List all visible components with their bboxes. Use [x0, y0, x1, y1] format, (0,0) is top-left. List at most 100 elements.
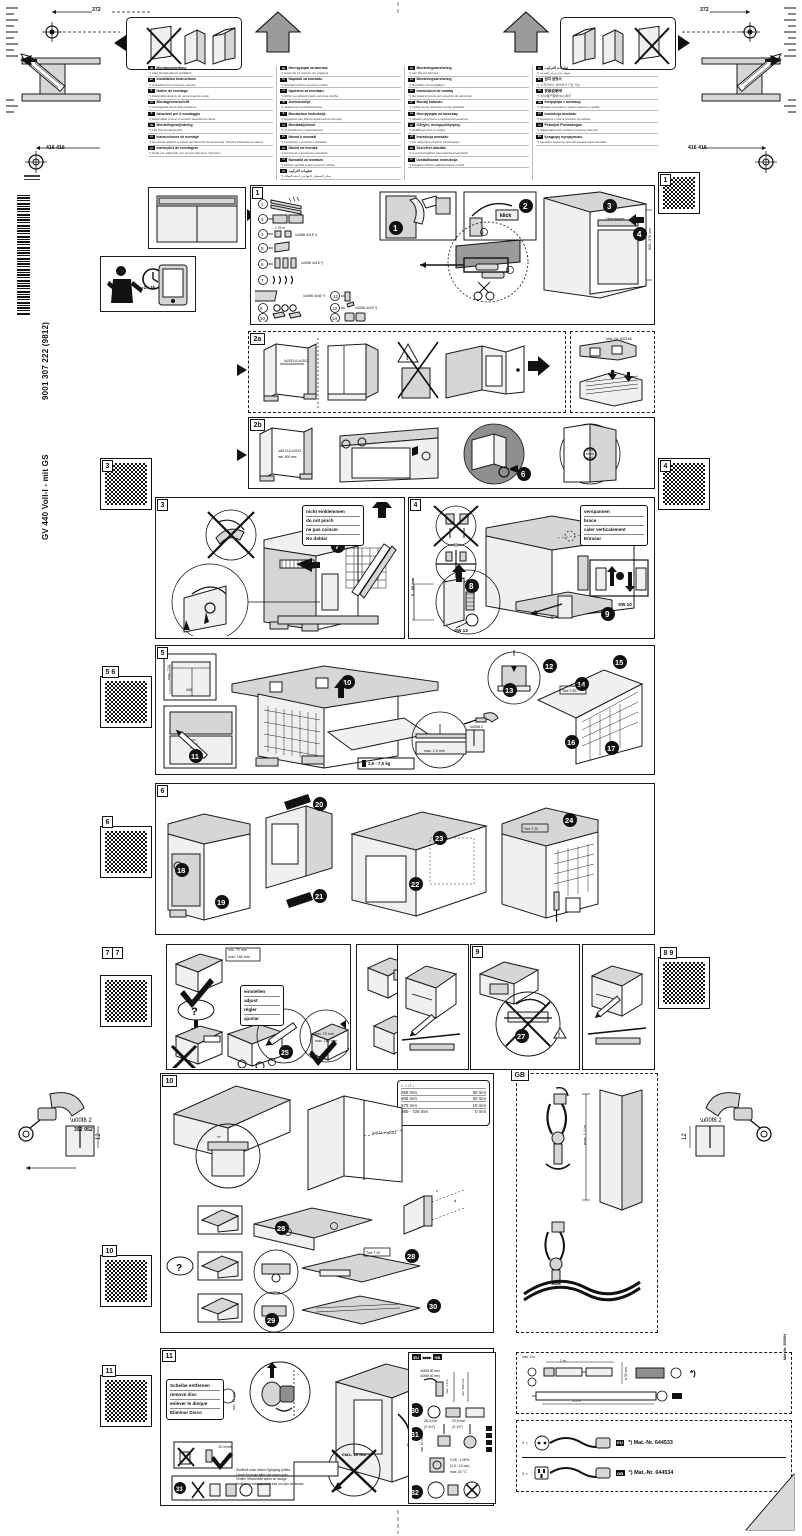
- svg-text:!: !: [406, 355, 408, 362]
- callout-es: ajustar: [244, 1016, 260, 1022]
- language-name: Montavimo instrukcija: [288, 111, 326, 116]
- language-name: تعليمات التركيب: [544, 66, 568, 70]
- step5-weight: 3,5 - 7,5 kg: [368, 761, 391, 766]
- step7-illustration: ? 25: [170, 947, 349, 1068]
- language-note: *) متوفر لدى مركز الخدمة: [537, 71, 571, 76]
- qr-code-box-89[interactable]: [658, 957, 710, 1009]
- wrench-sw13: SW 13: [454, 628, 468, 633]
- dim-d: 20 mm: [472, 1096, 486, 1102]
- svg-text:!: !: [558, 1033, 560, 1039]
- qr-code-box-7[interactable]: [100, 975, 152, 1027]
- pressure-bar: (0,5 - 10 bar): [450, 1464, 470, 1468]
- svg-text:2: 2: [482, 231, 484, 235]
- step-number-2b: 2b: [250, 419, 266, 431]
- language-note: *) Fås hos kundeservice: [149, 128, 183, 133]
- flag-icon: nl: [148, 100, 155, 105]
- svg-text:1,75 m: 1,75 m: [275, 226, 285, 230]
- language-name: Návod na montáž: [288, 146, 318, 151]
- dim-d: 0 mm: [475, 1109, 486, 1115]
- flag-icon: da: [148, 122, 155, 128]
- svg-text:?: ?: [191, 1006, 198, 1018]
- qr-code-box-3[interactable]: [100, 458, 152, 510]
- cable-diameter: ø 32 mm: [624, 1367, 628, 1380]
- callout-fr: ne pas coincer: [306, 526, 360, 535]
- language-note: *) Se puede adquirir a través del Servic…: [149, 139, 263, 144]
- thread-a-sub: (G 3/4"): [424, 1425, 436, 1429]
- qr-code-image: [105, 681, 147, 723]
- svg-text:\u00f8 40 mm: \u00f8 40 mm: [420, 1374, 440, 1378]
- svg-text:22: 22: [411, 880, 419, 889]
- dimension-416-left: 416 416: [46, 145, 65, 151]
- qr-code-box-10[interactable]: [100, 1255, 152, 1307]
- language-note: *) Disponible auprès du service après-ve…: [149, 93, 210, 98]
- language-name: تعليمات التركيب: [288, 168, 312, 173]
- mat-qty-eu: 2 ×: [522, 1440, 528, 1445]
- step-number-7: 7: [112, 947, 123, 959]
- language-note: *) dostępna u nas w punkcie sprzedaży: [537, 116, 591, 121]
- svg-text:7: 7: [261, 278, 264, 283]
- callout-fr: enlever le disque: [170, 1400, 220, 1409]
- step11-torque: max. 10 Nm: [342, 1452, 367, 1457]
- qr-code-box-1[interactable]: [658, 172, 700, 214]
- svg-text:\u2013 c \u2013: \u2013 c \u2013: [372, 1131, 396, 1135]
- mat-nr-eu: *) Mat.-Nr. 644533: [628, 1439, 673, 1446]
- flag-icon: cs: [280, 134, 287, 139]
- language-name: Montagevoorschrift: [156, 100, 190, 105]
- dim-c: 680 - 725 mm: [401, 1109, 429, 1115]
- svg-text:Oberkante: Oberkante: [606, 216, 625, 221]
- step11-flow-rate: 10 l/min: [218, 1444, 233, 1449]
- qr-code-box-6[interactable]: [100, 826, 152, 878]
- callout-en: remove disc: [170, 1391, 220, 1400]
- flag-icon: bg: [280, 65, 287, 71]
- language-note: *) saatavana huoltopalvelusta: [281, 105, 322, 110]
- svg-text:29: 29: [267, 1316, 275, 1325]
- step11-min-dim: min. 10 mm: [232, 1392, 236, 1410]
- qr-code-box-56[interactable]: [100, 676, 152, 728]
- step7-min2: min. 70 mm: [315, 1032, 334, 1036]
- svg-text:*): *): [690, 1369, 696, 1378]
- flag-icon: hu: [408, 145, 415, 151]
- language-name: 安装说明书: [544, 88, 563, 93]
- step-panel-9: [470, 944, 580, 1070]
- language-name: Asennusohje: [288, 100, 311, 105]
- language-name: Petunjuk Pemasangan: [544, 123, 582, 128]
- flag-icon: gr: [408, 123, 415, 128]
- arrow-sequence-icon: ▶▶▶▶: [422, 1354, 432, 1360]
- drill-diameter: \u00f8 2: [700, 1118, 722, 1124]
- flag-icon: ko: [536, 77, 543, 82]
- flag-icon: lv: [408, 158, 415, 162]
- flag-icon: et: [280, 123, 287, 128]
- language-note: *) Verkrijgbaar bij de Servicedienst: [149, 105, 197, 110]
- callout-en: brace: [584, 517, 644, 526]
- flag-icon: zh: [536, 88, 543, 93]
- step5-width: 446: [186, 688, 192, 692]
- qr-code-box-4[interactable]: [658, 458, 710, 510]
- qr-label-3: 3: [102, 460, 113, 472]
- thread-a: 26,4 mm: [424, 1419, 438, 1423]
- svg-text:28: 28: [407, 1252, 415, 1261]
- language-note: *) Можно получить в сервисном центре: [409, 116, 468, 121]
- svg-text:2: 2: [523, 202, 528, 211]
- step10-dimension-table: c = d = 650 mm 30 mm 660 mm 20 mm 670 mm…: [397, 1080, 490, 1126]
- svg-text:~d~: ~d~: [216, 1135, 222, 1139]
- step-number-6: 6: [157, 785, 168, 797]
- step9-illustration: ! 27: [478, 961, 567, 1057]
- svg-text:820 - 870 mm: 820 - 870 mm: [648, 228, 652, 250]
- language-note: *) Vt esindusest / teenindusest: [281, 128, 323, 133]
- max-gap-label: max. 1,5 mm: [424, 749, 445, 753]
- step9-right-illustration: [587, 965, 647, 1045]
- language-note: *) Disponibile presso il servizio assist…: [149, 116, 216, 121]
- dash-line-left: [112, 11, 152, 13]
- check-note-es: Verificar la estanqueidad tras un ciclo …: [236, 1481, 305, 1486]
- svg-text:5: 5: [261, 246, 264, 251]
- socket-icon-eu: [534, 1435, 611, 1450]
- svg-text:12: 12: [682, 1133, 688, 1140]
- step-number-3: 3: [157, 499, 168, 511]
- mount-mat-nr: Mat.-Nr. 603166: [606, 337, 632, 341]
- svg-text:10: 10: [260, 316, 265, 321]
- qr-code-box-11[interactable]: [100, 1375, 152, 1427]
- svg-text:15: 15: [615, 658, 623, 667]
